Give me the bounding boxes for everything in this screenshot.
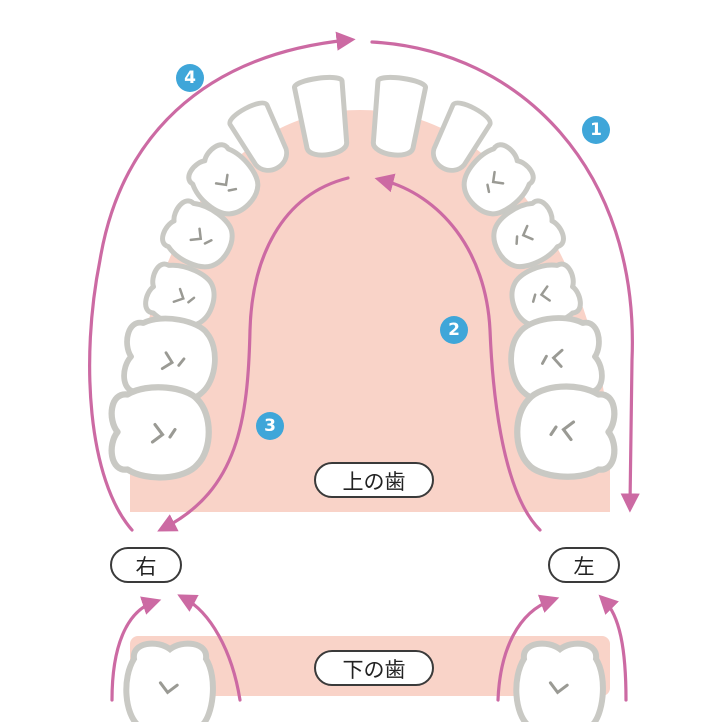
tooth: [431, 100, 493, 173]
step-2-badge: 2: [440, 316, 468, 344]
tooth: [491, 198, 566, 270]
tooth: [513, 640, 606, 722]
step-3-badge: 3: [256, 412, 284, 440]
tooth: [291, 75, 350, 158]
tooth: [370, 75, 429, 158]
tooth: [227, 100, 289, 173]
right-side-label: 右: [110, 547, 182, 583]
tooth: [461, 142, 536, 217]
brushing-arrows: [88, 31, 640, 702]
arrow-step-1: [370, 40, 640, 513]
arrow-lower-right-inner: [177, 594, 242, 702]
arrow-lower-right-outer: [110, 596, 162, 702]
tooth: [514, 383, 618, 480]
upper-teeth-label: 上の歯: [314, 462, 434, 498]
step-1-badge: 1: [582, 116, 610, 144]
arrow-step-4: [88, 31, 356, 532]
tooth: [186, 142, 261, 217]
upper-teeth: [108, 75, 618, 481]
arrow-step-2: [374, 173, 542, 532]
lower-teeth-label: 下の歯: [314, 650, 434, 686]
arrow-lower-left-outer: [598, 594, 628, 702]
tooth: [160, 198, 235, 270]
tooth: [108, 384, 212, 481]
lower-teeth: [123, 640, 606, 722]
step-4-badge: 4: [176, 64, 204, 92]
left-side-label: 左: [548, 547, 620, 583]
arrow-lower-left-inner: [496, 594, 560, 702]
tooth: [123, 640, 216, 722]
arrow-step-3: [157, 176, 350, 532]
